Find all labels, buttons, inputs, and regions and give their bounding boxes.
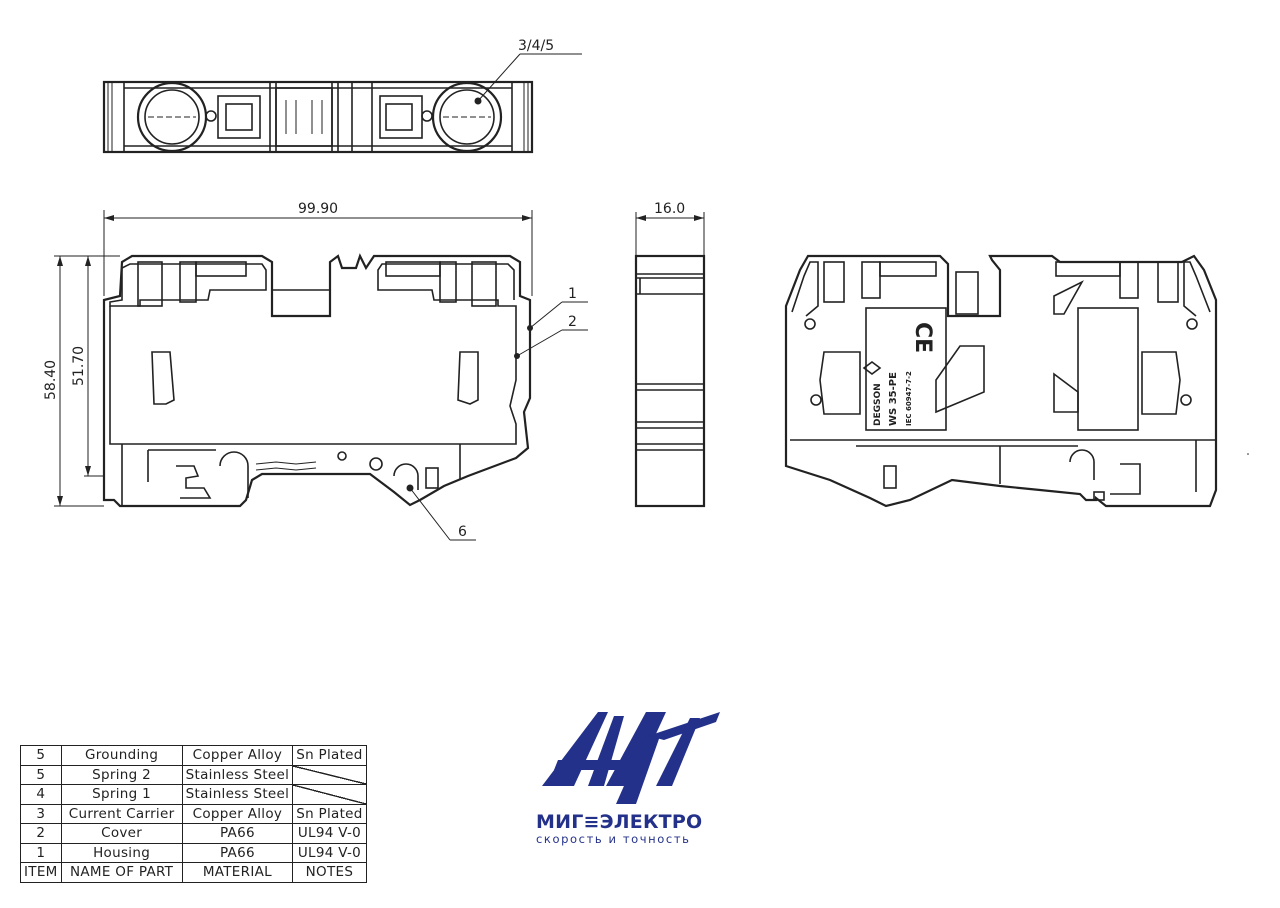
table-row: 1 Housing PA66 UL94 V-0: [20, 842, 367, 863]
header-notes: NOTES: [292, 862, 367, 883]
header-name: NAME OF PART: [60, 862, 183, 883]
name-cell: Grounding: [60, 745, 183, 766]
dimension-depth: 16.0: [654, 201, 685, 217]
parts-table: 5 Grounding Copper Alloy Sn Plated 5 Spr…: [20, 745, 367, 883]
notes-cell: UL94 V-0: [292, 823, 367, 844]
dimension-height-inner: 51.70: [71, 346, 87, 386]
name-cell: Current Carrier: [60, 803, 183, 824]
notes-cell: Sn Plated: [292, 803, 367, 824]
notes-cell: [292, 764, 367, 785]
notes-cell: Sn Plated: [292, 745, 367, 766]
table-row: 3 Current Carrier Copper Alloy Sn Plated: [20, 803, 367, 824]
callout-carrier-group: 3/4/5: [518, 38, 554, 54]
notes-cell: UL94 V-0: [292, 842, 367, 863]
notes-cell: [292, 784, 367, 805]
table-row: 5 Grounding Copper Alloy Sn Plated: [20, 745, 367, 766]
front-dimensions: [54, 210, 588, 541]
front-view: [102, 253, 533, 508]
dimension-height-total: 58.40: [43, 360, 59, 400]
header-material: MATERIAL: [181, 862, 294, 883]
callout-housing: 1: [568, 286, 577, 302]
name-cell: Cover: [60, 823, 183, 844]
item-cell: 4: [20, 784, 62, 805]
material-cell: PA66: [181, 842, 294, 863]
callout-grounding: 6: [458, 524, 467, 540]
header-item: ITEM: [20, 862, 62, 883]
company-logo-mark: [542, 712, 720, 804]
material-cell: PA66: [181, 823, 294, 844]
material-cell: Stainless Steel: [181, 784, 294, 805]
table-row: 4 Spring 1 Stainless Steel: [20, 784, 367, 805]
table-row: 2 Cover PA66 UL94 V-0: [20, 823, 367, 844]
table-header-row: ITEM NAME OF PART MATERIAL NOTES: [20, 862, 367, 883]
name-cell: Spring 2: [60, 764, 183, 785]
name-cell: Spring 1: [60, 784, 183, 805]
top-view: [102, 53, 582, 154]
table-row: 5 Spring 2 Stainless Steel: [20, 764, 367, 785]
standard-label: IEC 60947-7-2: [905, 371, 913, 426]
name-cell: Housing: [60, 842, 183, 863]
item-cell: 1: [20, 842, 62, 863]
material-cell: Copper Alloy: [181, 803, 294, 824]
item-cell: 5: [20, 764, 62, 785]
brand-label: DEGSON: [873, 383, 883, 426]
company-logo-tagline: скорость и точность: [536, 832, 691, 846]
model-label: WS 35-PE: [888, 372, 899, 426]
callout-cover: 2: [568, 314, 577, 330]
item-cell: 3: [20, 803, 62, 824]
item-cell: 2: [20, 823, 62, 844]
rear-view: [784, 254, 1249, 508]
ce-mark: CE: [910, 322, 935, 353]
side-view: [634, 212, 706, 508]
item-cell: 5: [20, 745, 62, 766]
company-logo-name: МИГ≡ЭЛЕКТРО: [536, 811, 703, 833]
dimension-width: 99.90: [298, 201, 338, 217]
material-cell: Stainless Steel: [181, 764, 294, 785]
material-cell: Copper Alloy: [181, 745, 294, 766]
